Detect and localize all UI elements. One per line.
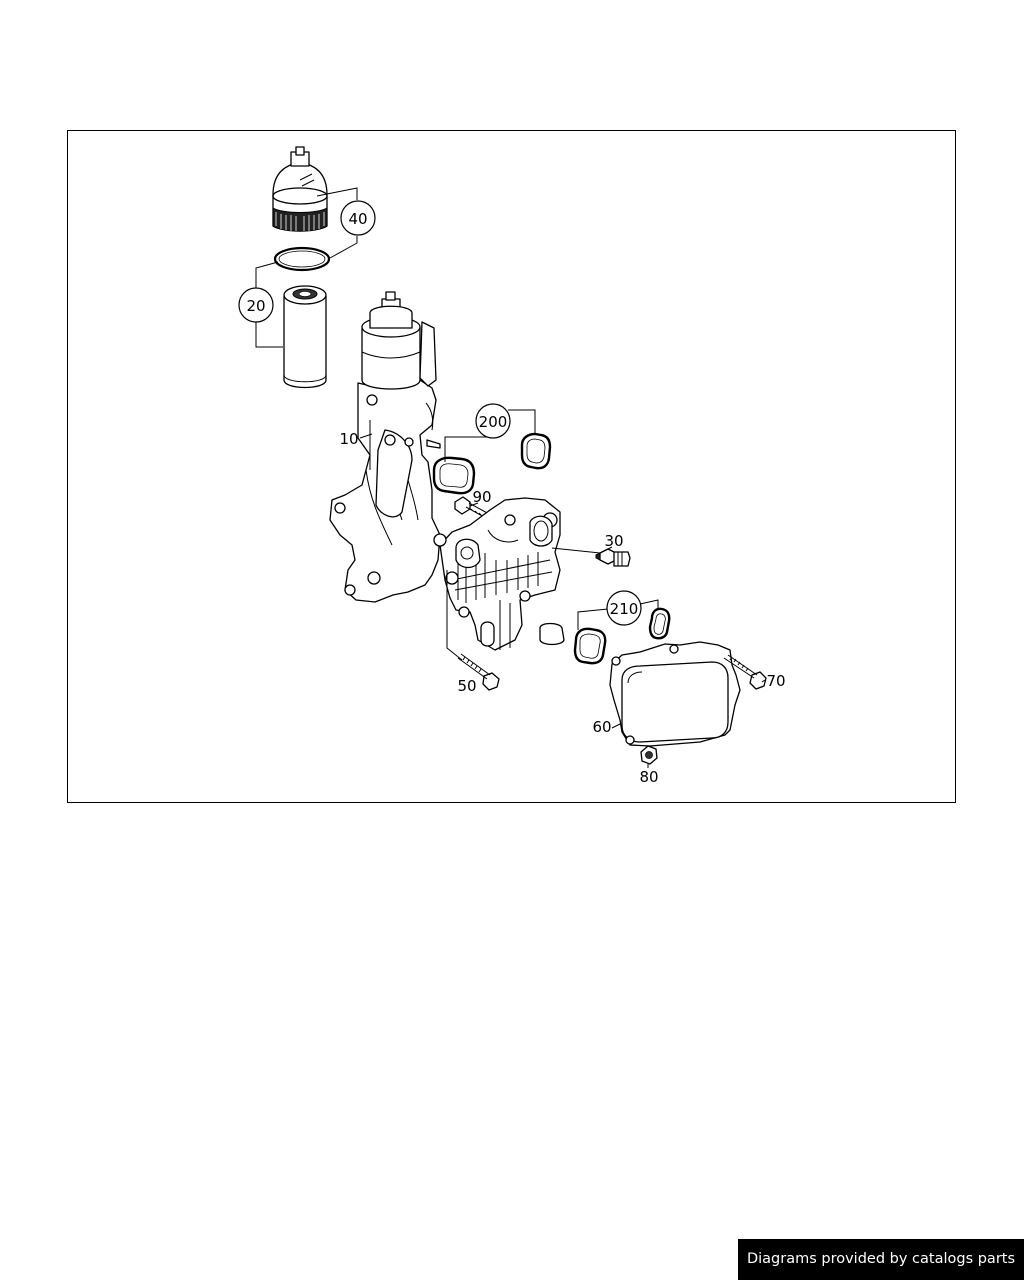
leader-lines — [255, 187, 766, 768]
oil-cooler-housing[interactable] — [433, 497, 565, 651]
callout-210: 210 — [606, 590, 642, 626]
part-90-bolt[interactable] — [454, 496, 490, 519]
part-80-nut[interactable] — [640, 745, 658, 765]
part-50-bolt[interactable] — [457, 653, 500, 691]
part-30-sensor[interactable] — [595, 548, 631, 567]
callout-10-label: 10 — [339, 430, 358, 448]
part-40-filter-cap[interactable] — [272, 146, 328, 232]
callout-210-label: 210 — [610, 600, 639, 618]
callout-60-label: 60 — [592, 718, 611, 736]
callout-80-label: 80 — [639, 768, 658, 786]
part-70-bolt[interactable] — [723, 654, 767, 690]
callout-50-label: 50 — [457, 677, 476, 695]
callout-200-label: 200 — [479, 413, 508, 431]
callout-20-label: 20 — [246, 297, 265, 315]
callout-90-label: 90 — [472, 488, 491, 506]
part-200-gaskets[interactable] — [432, 432, 552, 495]
diagram-frame — [67, 130, 956, 803]
callout-70-label: 70 — [766, 672, 785, 690]
part-20-filter-element[interactable] — [283, 285, 327, 389]
callout-200: 200 — [475, 403, 511, 439]
callout-20: 20 — [238, 287, 274, 323]
credit-banner: Diagrams provided by catalogs parts — [738, 1239, 1024, 1280]
part-60-oil-cooler[interactable] — [609, 641, 741, 747]
callout-40: 40 — [340, 200, 376, 236]
part-40-sealing-ring[interactable] — [273, 246, 331, 272]
part-10-filter-housing[interactable] — [329, 291, 441, 603]
callout-40-label: 40 — [348, 210, 367, 228]
callout-30-label: 30 — [604, 532, 623, 550]
